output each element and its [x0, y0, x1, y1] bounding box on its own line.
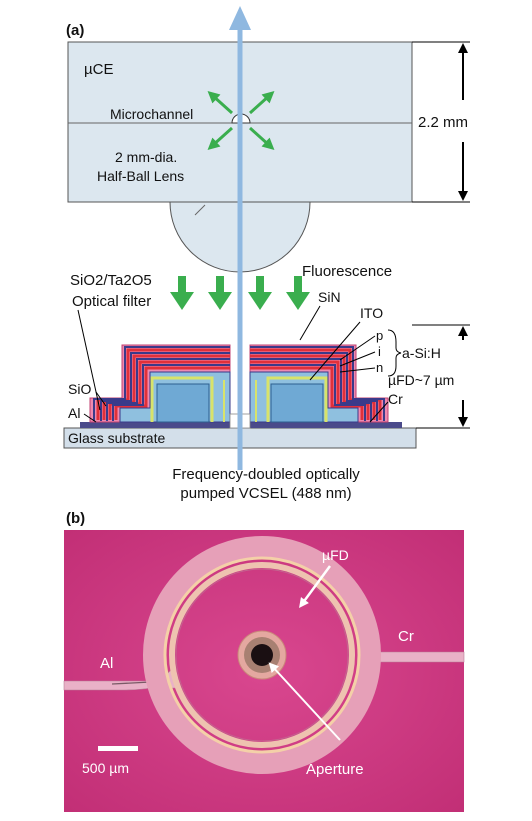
al-label: Al	[68, 405, 80, 421]
filter-label-line1: SiO2/Ta2O5	[70, 272, 152, 289]
right-detector-stack	[249, 344, 402, 428]
filter-leader	[77, 309, 101, 411]
source-label-line1: Frequency-doubled optically	[172, 466, 360, 483]
thickness-label: 2.2 mm	[418, 114, 468, 131]
i-label: i	[378, 344, 381, 359]
filter-label-line2: Optical filter	[72, 293, 151, 310]
sio-leader	[95, 391, 107, 407]
ito-leader	[309, 321, 361, 381]
fluorescence-arrows	[170, 276, 310, 310]
emission-arrows	[207, 90, 275, 151]
p-label: p	[376, 328, 383, 343]
laser-beam-arrowhead	[229, 6, 251, 30]
n-label: n	[376, 360, 383, 375]
asih-label: a-Si:H	[402, 345, 441, 361]
microchannel-label: Microchannel	[110, 106, 193, 122]
scale-bar-label: 500 µm	[82, 760, 129, 776]
lens-label-line1: 2 mm-dia.	[115, 149, 177, 165]
sin-label: SiN	[318, 289, 341, 305]
micrograph	[63, 530, 465, 812]
aperture-label: Aperture	[306, 761, 364, 778]
i-leader	[339, 351, 376, 367]
left-detector-stack	[80, 344, 231, 428]
micrograph-al-label: Al	[100, 655, 113, 672]
ufd-label: µFD	[322, 547, 349, 563]
cr-label: Cr	[388, 391, 403, 407]
lens-label-line2: Half-Ball Lens	[97, 168, 184, 184]
ito-label: ITO	[360, 305, 383, 321]
sin-leader	[299, 305, 321, 341]
cr-leader	[369, 401, 389, 423]
fluorescence-label: Fluorescence	[302, 263, 392, 280]
source-label-line2: pumped VCSEL (488 nm)	[180, 485, 351, 502]
uce-chip-label: µCE	[84, 61, 113, 78]
p-leader	[339, 335, 376, 361]
micrograph-cr-label: Cr	[398, 628, 414, 645]
detector-thickness-label: µFD~7 µm	[388, 372, 454, 388]
asih-brace	[387, 329, 402, 377]
al-leader	[83, 413, 97, 423]
substrate-label: Glass substrate	[68, 430, 165, 446]
panel-a-label: (a)	[66, 22, 84, 39]
lens-leader	[194, 204, 206, 216]
panel-b-label: (b)	[66, 510, 85, 527]
n-leader	[339, 367, 376, 373]
sio-label: SiO	[68, 381, 91, 397]
